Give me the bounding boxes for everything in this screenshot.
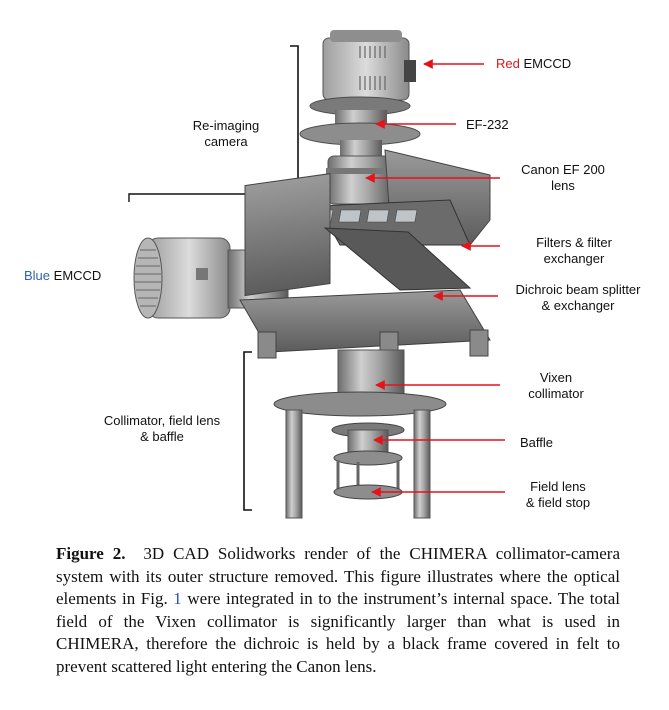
label-vixen-line2: collimator bbox=[528, 386, 584, 401]
figure-caption: Figure 2. 3D CAD Solidworks render of th… bbox=[56, 543, 620, 678]
label-canon-ef200: Canon EF 200 lens bbox=[508, 162, 618, 194]
label-collimator: Collimator, field lens & baffle bbox=[82, 413, 242, 445]
label-dichroic-line1: Dichroic beam splitter bbox=[515, 282, 641, 297]
label-collimator-line1: Collimator, field lens bbox=[103, 413, 221, 428]
bracket-reimaging bbox=[290, 45, 299, 197]
callout-arrows bbox=[365, 59, 505, 497]
label-blue-emccd-rest: EMCCD bbox=[53, 268, 102, 283]
label-field-lens-line1: Field lens bbox=[530, 479, 586, 494]
label-red-emccd: Red EMCCD bbox=[496, 56, 571, 72]
caption-figure-ref-link[interactable]: 1 bbox=[173, 589, 182, 608]
label-blue-word: Blue bbox=[24, 268, 51, 283]
label-filters-line1: Filters & filter bbox=[536, 235, 612, 250]
label-dichroic: Dichroic beam splitter & exchanger bbox=[496, 282, 660, 314]
label-canon-ef200-line2: lens bbox=[551, 178, 575, 193]
label-dichroic-line2: & exchanger bbox=[541, 298, 615, 313]
label-filters-line2: exchanger bbox=[543, 251, 605, 266]
label-field-lens: Field lens & field stop bbox=[510, 479, 606, 511]
label-red-word: Red bbox=[496, 56, 520, 71]
label-reimaging-line2: camera bbox=[204, 134, 248, 149]
blue-emccd-camera bbox=[133, 237, 231, 319]
label-filters: Filters & filter exchanger bbox=[512, 235, 636, 267]
label-ef232: EF-232 bbox=[466, 117, 509, 132]
caption-label: Figure 2. bbox=[56, 544, 126, 563]
red-emccd-camera bbox=[322, 30, 416, 101]
caption-text-before-ref: 3D CAD Solidworks render of the CHIMERA … bbox=[56, 544, 620, 608]
bracket-collimator bbox=[243, 351, 252, 511]
label-reimaging-line1: Re-imaging bbox=[192, 118, 260, 133]
label-collimator-line2: & baffle bbox=[140, 429, 184, 444]
label-vixen-line1: Vixen bbox=[539, 370, 573, 385]
label-blue-emccd: Blue EMCCD bbox=[24, 268, 101, 284]
label-baffle: Baffle bbox=[520, 435, 554, 450]
label-field-lens-line2: & field stop bbox=[525, 495, 591, 510]
label-red-emccd-rest: EMCCD bbox=[523, 56, 572, 71]
label-reimaging: Re-imaging camera bbox=[178, 118, 274, 150]
label-canon-ef200-line1: Canon EF 200 bbox=[521, 162, 605, 177]
caption-text-after-ref: were integrated in to the instrument’s i… bbox=[56, 589, 621, 676]
label-vixen: Vixen collimator bbox=[508, 370, 604, 402]
cad-render-figure bbox=[128, 30, 505, 519]
